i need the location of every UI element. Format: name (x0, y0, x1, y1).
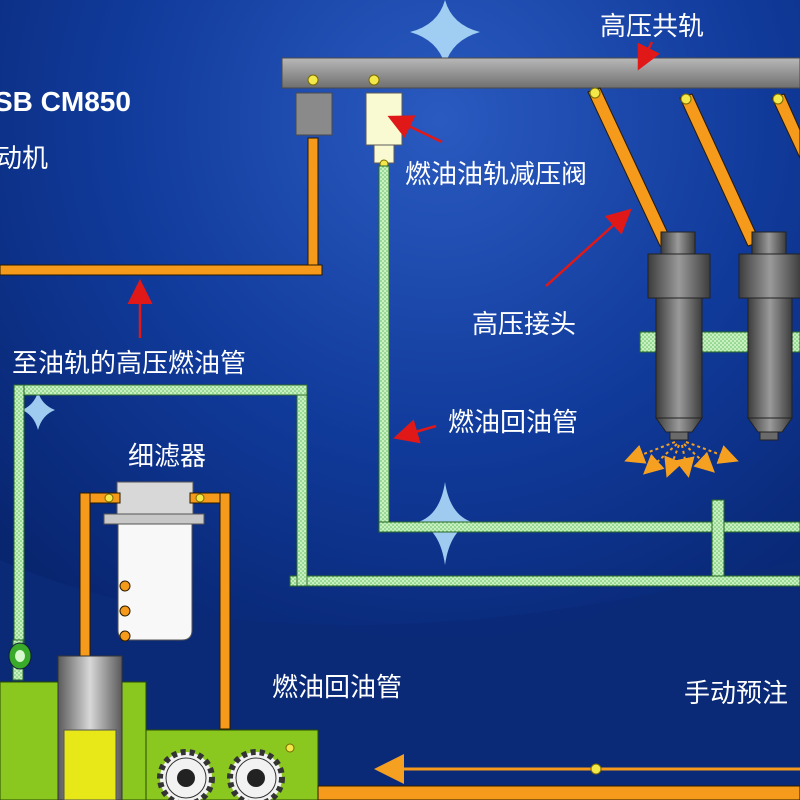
fuel-spray (624, 441, 739, 478)
connection-dot (104, 493, 114, 503)
hp-pipe-to-rail (0, 137, 323, 276)
connection-dot (285, 743, 295, 753)
rail-port-dot (307, 74, 319, 86)
priming-bulb (8, 639, 32, 681)
label-hp-pipe-to-rail: 至油轨的高压燃油管 (12, 349, 247, 379)
fine-filter (103, 481, 205, 642)
callout-arrows (127, 41, 661, 444)
sparkle-icon (410, 0, 480, 65)
connection-dot (590, 763, 602, 775)
callout-arrow (387, 115, 443, 144)
label-fuel-return-pipe-upper: 燃油回油管 (448, 408, 579, 438)
gear-icon (227, 749, 285, 800)
label-pressure-relief-valve: 燃油油轨减压阀 (405, 160, 588, 190)
injector (738, 231, 800, 441)
diagram-subtitle: 动机 (0, 144, 49, 174)
connection-dot (195, 493, 205, 503)
bottom-pipe (317, 785, 800, 800)
sparkle-icon (22, 392, 55, 430)
label-high-pressure-connector: 高压接头 (472, 310, 577, 340)
connection-dot (680, 93, 692, 105)
label-common-rail: 高压共轨 (600, 12, 705, 42)
gear-icon (157, 749, 215, 800)
connection-dot (589, 87, 601, 99)
callout-arrow (393, 419, 437, 444)
common-rail (281, 57, 800, 89)
connection-dot (772, 93, 784, 105)
rail-inlet-block (295, 92, 333, 136)
injector (647, 231, 711, 441)
label-fuel-return-pipe-lower: 燃油回油管 (272, 673, 403, 703)
label-fine-filter: 细滤器 (128, 442, 207, 472)
high-pressure-connectors (587, 87, 800, 247)
callout-arrow (637, 41, 661, 71)
fuel-return-pipes (13, 165, 800, 648)
diagram-title: SB CM850 (0, 86, 131, 117)
pump-plunger (63, 729, 117, 800)
callout-arrow (545, 208, 632, 287)
label-manual-priming: 手动预注 (684, 679, 789, 709)
rail-port-dot (368, 74, 380, 86)
